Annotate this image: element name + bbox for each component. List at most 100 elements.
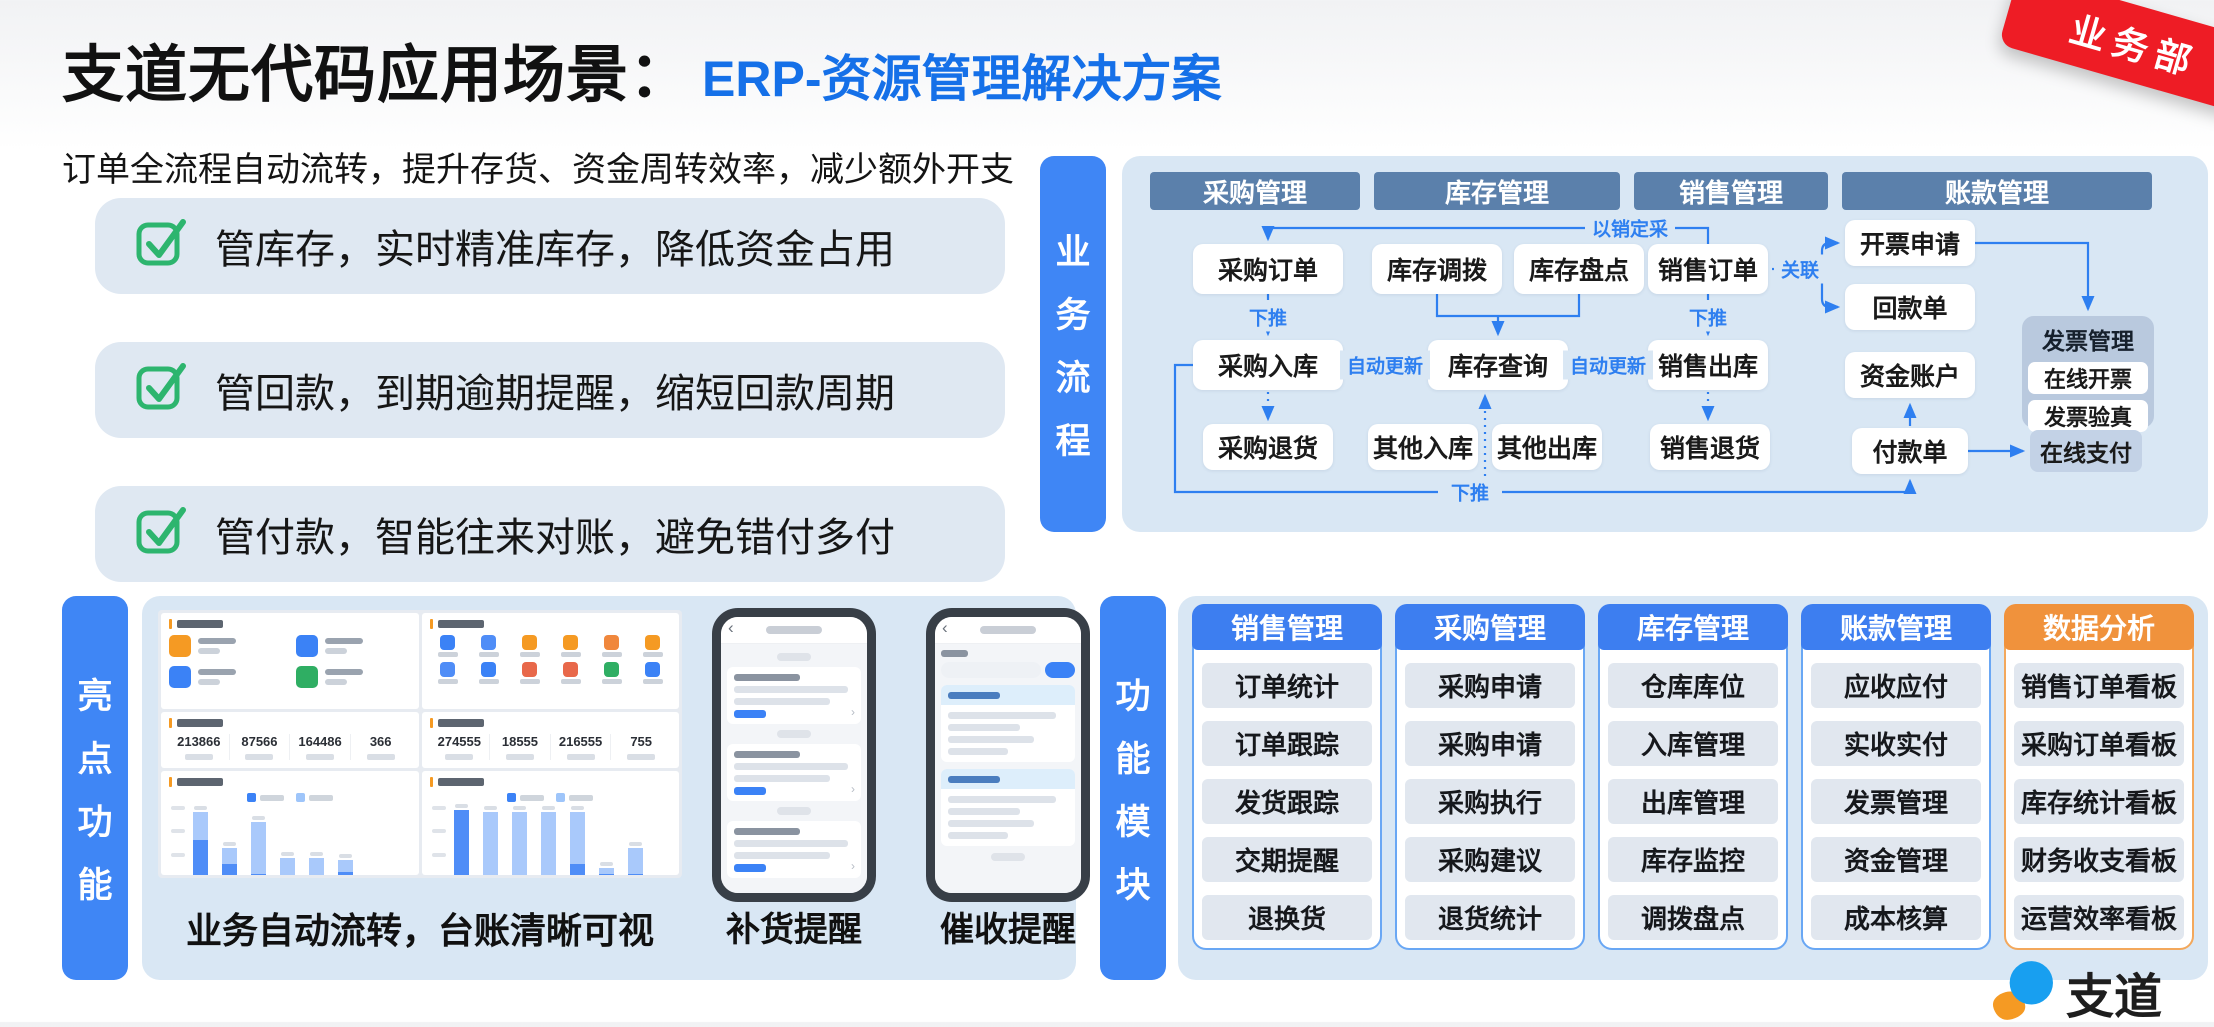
flow-node-payment-note: 付款单 xyxy=(1852,428,1968,474)
kpi-value: 216555 xyxy=(558,734,603,749)
kpi-label-bar xyxy=(505,754,534,760)
legend-swatch xyxy=(507,793,517,802)
department-ribbon: 业务部 xyxy=(1998,0,2214,117)
dashboard-card-entries xyxy=(421,613,679,709)
flow-node-fund-account: 资金账户 xyxy=(1845,352,1975,398)
brand-logo-icon xyxy=(1988,956,2054,1027)
module-item: 成本核算 xyxy=(1811,895,1981,940)
module-item: 交期提醒 xyxy=(1202,837,1372,882)
flow-label-make-to-order: 以销定采 xyxy=(1584,213,1676,243)
kpi-stat: 18555 xyxy=(489,734,550,760)
card-title-tick xyxy=(429,777,433,787)
flow-node-stock-query: 库存查询 xyxy=(1428,340,1568,390)
card-title-bar xyxy=(177,778,223,786)
phone2-caption: 催收提醒 xyxy=(940,911,1076,949)
module-column-5: 数据分析销售订单看板采购订单看板库存统计看板财务收支看板运营效率看板 xyxy=(2004,604,2194,950)
module-item: 采购执行 xyxy=(1405,779,1575,824)
module-column-header: 销售管理 xyxy=(1192,604,1382,650)
tab-char: 块 xyxy=(1115,866,1151,905)
entry-icon-cell xyxy=(642,635,663,657)
bar xyxy=(338,854,353,875)
module-column-header: 采购管理 xyxy=(1395,604,1585,650)
entry-icon xyxy=(522,662,538,677)
module-column-header: 数据分析 xyxy=(2004,604,2194,650)
invoice-group-title: 发票管理 xyxy=(2042,328,2134,354)
card-title-tick xyxy=(169,777,172,787)
page-title-blue: ERP-资源管理解决方案 xyxy=(702,51,1222,107)
module-item: 调拨盘点 xyxy=(1608,895,1778,940)
card-title-tick xyxy=(169,619,172,629)
bar xyxy=(627,842,643,875)
search-input[interactable] xyxy=(941,662,1041,678)
bar xyxy=(482,806,498,875)
phone-mockup-restock: ‹ › › › xyxy=(712,608,876,902)
flow-label-push-down-3: 下推 xyxy=(1443,477,1497,507)
entry-icon-cell xyxy=(519,635,540,657)
stat-card-icon xyxy=(295,635,318,657)
kpi-label-bar xyxy=(366,754,395,760)
phone-header: ‹ xyxy=(935,617,1081,644)
page-title: 支道无代码应用场景： ERP-资源管理解决方案 xyxy=(62,24,1221,114)
legend-swatch xyxy=(295,793,305,802)
module-column-3: 库存管理仓库库位入库管理出库管理库存监控调拨盘点 xyxy=(1598,604,1788,950)
dashboard-caption: 业务自动流转，台账清晰可视 xyxy=(185,910,654,951)
highlight-item: 管回款，到期逾期提醒，缩短回款周期 xyxy=(95,342,1005,438)
tab-char: 模 xyxy=(1115,803,1151,842)
entry-icon-cell xyxy=(601,662,622,684)
module-column-header: 账款管理 xyxy=(1801,604,1991,650)
check-icon xyxy=(135,215,187,277)
highlight-features-tab: 亮点功能 xyxy=(62,596,128,980)
bar xyxy=(309,852,324,875)
flow-section-header: 库存管理 xyxy=(1374,172,1620,210)
module-item: 资金管理 xyxy=(1811,837,1981,882)
legend-entry xyxy=(295,793,333,802)
entry-icon-cell xyxy=(560,662,581,684)
card-title-bar xyxy=(177,620,223,628)
phone-mockup-collection: ‹ xyxy=(926,608,1090,902)
module-item: 发货跟踪 xyxy=(1202,779,1372,824)
flow-node-online-payment: 在线支付 xyxy=(2030,430,2142,472)
invoice-management-group: 发票管理 在线开票 发票验真 xyxy=(2022,316,2154,432)
entry-icon xyxy=(563,662,579,677)
dashboard-stat-card xyxy=(295,635,411,657)
kpi-stat: 274555 xyxy=(430,734,490,760)
bar xyxy=(569,806,585,875)
flow-label-relate: 关联 xyxy=(1773,254,1827,284)
module-item: 仓库库位 xyxy=(1608,663,1778,708)
dashboard-card-barchart-left xyxy=(161,771,419,875)
kpi-stat: 216555 xyxy=(549,734,611,760)
stat-card-icon xyxy=(169,635,191,657)
entry-icon xyxy=(604,635,620,650)
kpi-stat: 87566 xyxy=(228,734,290,760)
flow-label-auto-update-2: 自动更新 xyxy=(1562,350,1654,380)
bar xyxy=(453,804,469,875)
page-title-black: 支道无代码应用场景： xyxy=(62,41,693,110)
dashboard-stat-card xyxy=(295,666,411,688)
search-button[interactable] xyxy=(1045,662,1075,678)
module-column-4: 账款管理应收应付实收实付发票管理资金管理成本核算 xyxy=(1801,604,1991,950)
flow-node-sales-return: 销售退货 xyxy=(1650,424,1770,470)
stat-card-icon xyxy=(295,666,318,688)
card-title-tick xyxy=(429,619,433,629)
chevron-right-icon: › xyxy=(851,705,855,719)
entry-icon xyxy=(522,635,538,650)
entry-icon-cell xyxy=(601,635,622,657)
entry-icon-cell xyxy=(478,635,499,657)
flow-node-receipt-note: 回款单 xyxy=(1845,284,1975,330)
kpi-label-bar xyxy=(306,754,335,760)
module-item: 库存监控 xyxy=(1608,837,1778,882)
phone-section-card xyxy=(941,685,1075,762)
stat-card-lines xyxy=(324,638,363,654)
entry-icon xyxy=(563,635,579,650)
kpi-value: 755 xyxy=(630,734,653,749)
module-item: 采购建议 xyxy=(1405,837,1575,882)
highlight-text: 管回款，到期逾期提醒，缩短回款周期 xyxy=(215,372,895,416)
bar xyxy=(193,806,208,875)
tab-char: 流 xyxy=(1055,359,1091,398)
dashboard-card-barchart-right xyxy=(421,771,679,875)
flow-node-sales-outbound: 销售出库 xyxy=(1648,340,1768,390)
tab-char: 能 xyxy=(77,866,113,905)
flow-node-stock-transfer: 库存调拨 xyxy=(1372,244,1502,294)
